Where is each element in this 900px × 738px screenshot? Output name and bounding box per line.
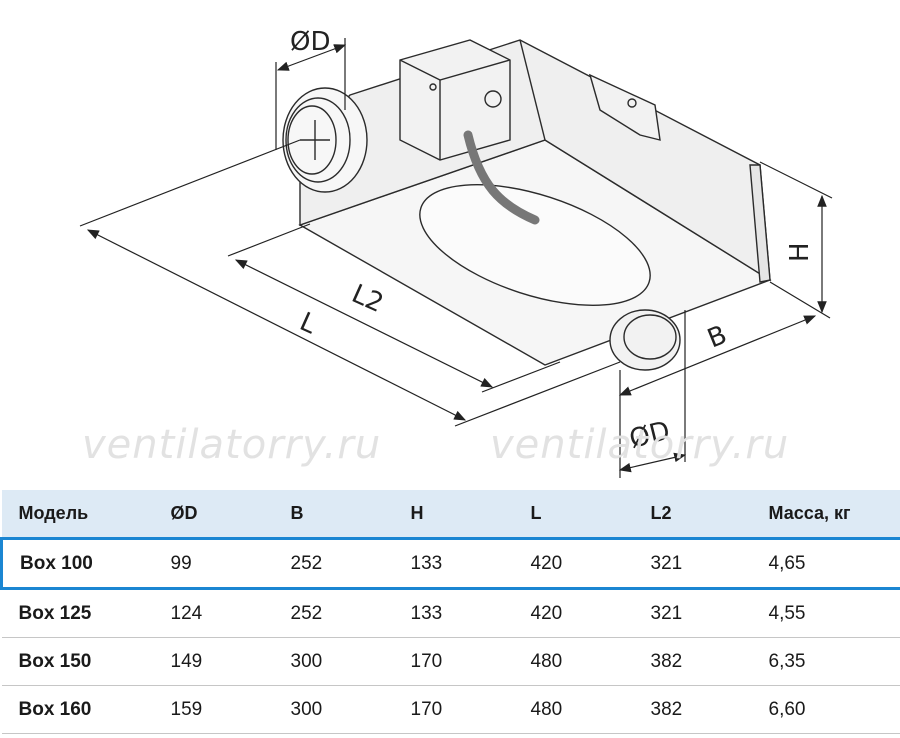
watermark: ventilatorry.ru bbox=[490, 422, 790, 468]
header-h: H bbox=[393, 490, 514, 539]
cell-l2: 382 bbox=[633, 637, 752, 686]
cell-mass: 6,60 bbox=[751, 685, 900, 734]
cell-diameter: 99 bbox=[153, 537, 274, 590]
label-width-b: B bbox=[703, 320, 731, 354]
header-l: L bbox=[513, 490, 634, 539]
table-row: Box 125 124 252 133 420 321 4,55 bbox=[1, 588, 900, 638]
fan-box-drawing: ØD L L2 B H ØD bbox=[79, 27, 833, 478]
dimension-lines bbox=[79, 38, 833, 478]
label-diameter-top: ØD bbox=[290, 27, 331, 57]
cell-mass: 4,65 bbox=[751, 537, 900, 590]
cell-model: Box 160 bbox=[1, 685, 154, 734]
cell-l2: 321 bbox=[633, 588, 752, 638]
cell-b: 252 bbox=[273, 537, 394, 590]
cell-h: 133 bbox=[393, 537, 514, 590]
table-row: Box 160 159 300 170 480 382 6,60 bbox=[1, 685, 900, 734]
cell-model: Box 125 bbox=[1, 588, 154, 638]
cell-l2: 382 bbox=[633, 685, 752, 734]
header-model: Модель bbox=[1, 490, 154, 539]
cell-mass: 4,55 bbox=[751, 588, 900, 638]
cell-h: 170 bbox=[393, 685, 514, 734]
cell-model: Box 100 bbox=[0, 537, 154, 590]
cell-l: 480 bbox=[513, 637, 634, 686]
cell-mass: 6,35 bbox=[751, 637, 900, 686]
header-b: B bbox=[273, 490, 394, 539]
header-diameter: ØD bbox=[153, 490, 274, 539]
cell-l: 480 bbox=[513, 685, 634, 734]
table-row: Box 150 149 300 170 480 382 6,35 bbox=[1, 637, 900, 686]
label-height-h: H bbox=[785, 242, 815, 262]
watermark: ventilatorry.ru bbox=[82, 422, 382, 468]
housing-outline bbox=[282, 39, 772, 371]
table-header-row: Модель ØD B H L L2 Масса, кг bbox=[1, 490, 900, 539]
cell-model: Box 150 bbox=[1, 637, 154, 686]
cell-l: 420 bbox=[513, 588, 634, 638]
cell-diameter: 159 bbox=[153, 685, 274, 734]
cell-h: 133 bbox=[393, 588, 514, 638]
cell-diameter: 124 bbox=[153, 588, 274, 638]
cell-b: 300 bbox=[273, 685, 394, 734]
specifications-table: Модель ØD B H L L2 Масса, кг Box 100 99 … bbox=[0, 490, 900, 734]
cell-b: 300 bbox=[273, 637, 394, 686]
cell-l2: 321 bbox=[633, 537, 752, 590]
header-l2: L2 bbox=[633, 490, 752, 539]
technical-drawing: ØD L L2 B H ØD bbox=[79, 27, 833, 478]
cell-l: 420 bbox=[513, 537, 634, 590]
label-length-l2: L2 bbox=[347, 279, 388, 319]
cell-diameter: 149 bbox=[153, 637, 274, 686]
cell-b: 252 bbox=[273, 588, 394, 638]
cell-h: 170 bbox=[393, 637, 514, 686]
label-length: L bbox=[295, 307, 321, 341]
header-mass: Масса, кг bbox=[751, 490, 900, 539]
table-row: Box 100 99 252 133 420 321 4,65 bbox=[0, 537, 900, 590]
